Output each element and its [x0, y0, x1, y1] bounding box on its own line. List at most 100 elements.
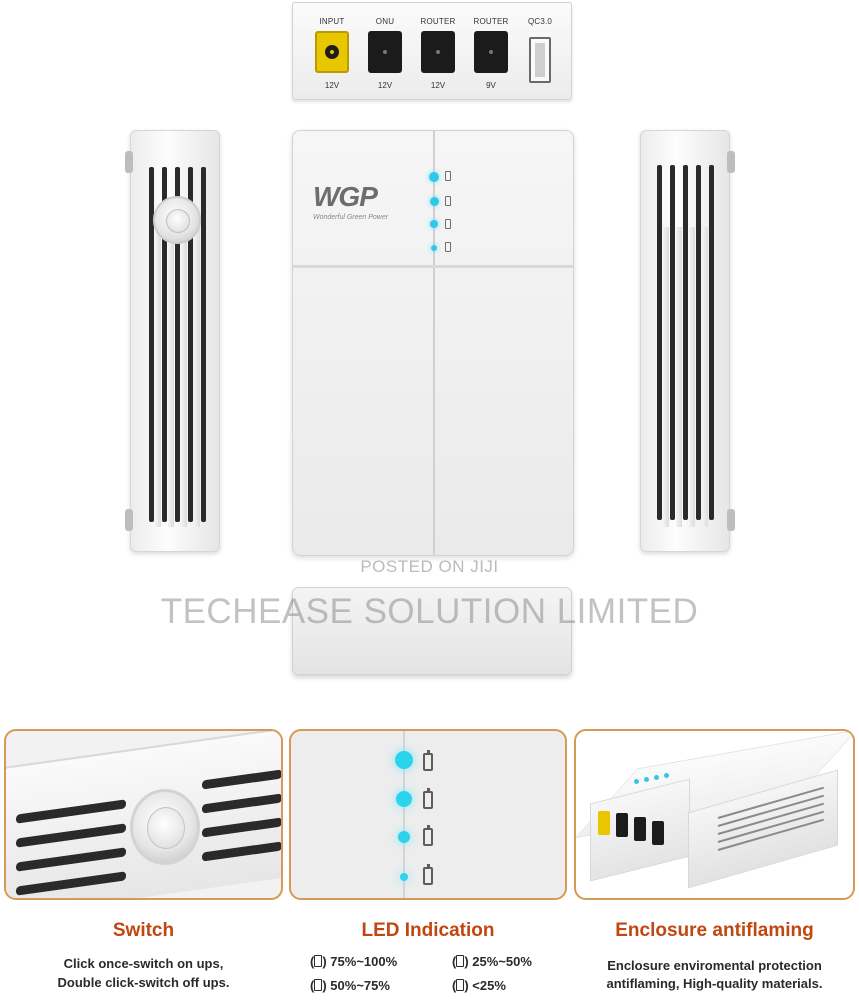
bottom-view: [292, 587, 572, 675]
port-label: ONU: [375, 17, 395, 26]
router-port-12v: ROUTER 12V: [413, 3, 463, 101]
battery-icon: [456, 955, 465, 967]
battery-icon: [314, 979, 323, 991]
switch-desc-line2: Double click-switch off ups.: [57, 975, 230, 990]
led-dot-icon: [430, 220, 438, 228]
vent-slot: [683, 165, 688, 520]
vent-rib: [689, 227, 695, 527]
onu-port: ONU 12V: [360, 3, 410, 101]
vent-slot: [175, 167, 180, 522]
led-dot-icon: [664, 773, 669, 778]
led-level-2: () 25%~50%: [452, 954, 532, 969]
switch-title: Switch: [112, 920, 175, 941]
led-dot-icon: [431, 245, 437, 251]
led-row: [429, 219, 459, 231]
led-dot-icon: [644, 777, 649, 782]
led-level-text: <25%: [472, 978, 506, 993]
left-side-view: [125, 130, 220, 552]
dc-jack: [421, 31, 455, 73]
led-dot-icon: [396, 791, 412, 807]
battery-icon: [445, 219, 451, 229]
led-title: LED Indication: [361, 920, 495, 941]
front-view: WGP Wonderful Green Power: [292, 130, 574, 556]
led-dot-icon: [400, 873, 408, 881]
led-dot-icon: [429, 172, 439, 182]
dc-jack: [368, 31, 402, 73]
port-label: ROUTER: [473, 17, 509, 26]
led-level-text: 50%~75%: [330, 978, 390, 993]
led-dot-icon: [654, 775, 659, 780]
battery-icon: [423, 825, 433, 846]
dc-jack-input: [315, 31, 349, 73]
logo-tagline: Wonderful Green Power: [313, 214, 389, 221]
battery-icon: [423, 750, 433, 771]
logo-mark: WGP: [313, 181, 378, 212]
vent-slot: [657, 165, 662, 520]
usb-icon: [529, 37, 551, 83]
foot: [727, 151, 735, 173]
led-level-text: 75%~100%: [330, 954, 398, 969]
foot: [125, 509, 133, 531]
battery-icon: [423, 864, 433, 885]
switch-desc-line1: Click once-switch on ups,: [63, 956, 224, 971]
usb-qc-port: QC3.0: [515, 3, 565, 101]
led-level-3: () 50%~75%: [310, 978, 390, 993]
port-label: ROUTER: [420, 17, 456, 26]
port-voltage: 9V: [486, 81, 496, 90]
battery-icon: [445, 196, 451, 206]
vent-slot: [696, 165, 701, 520]
watermark-posted: POSTED ON JIJI: [360, 557, 499, 576]
led-row: [429, 171, 459, 183]
seam-line: [433, 131, 435, 555]
port-voltage: 12V: [430, 81, 446, 90]
dc-jack: [634, 817, 646, 841]
battery-icon: [423, 788, 433, 809]
vent-slot: [188, 167, 193, 522]
vent-slot: [149, 167, 154, 522]
vent-slot: [709, 165, 714, 520]
vent-rib: [155, 227, 161, 527]
vent-rib: [181, 227, 187, 527]
led-dot-icon: [430, 197, 439, 206]
dc-jack: [652, 821, 664, 845]
port-panel-view: INPUT 12V ONU 12V ROUTER 12V ROUTER 9V Q…: [292, 2, 572, 100]
vent-rib: [702, 227, 708, 527]
seam-line: [293, 265, 573, 268]
enclosure-desc-line2: antiflaming, High-quality materials.: [606, 976, 823, 991]
dc-jack-input: [598, 811, 610, 835]
router-port-9v: ROUTER 9V: [466, 3, 516, 101]
vent-rib: [676, 227, 682, 527]
port-label: QC3.0: [527, 17, 553, 26]
led-level-text: 25%~50%: [472, 954, 532, 969]
enclosure-title: Enclosure antiflaming: [615, 920, 814, 941]
enclosure-desc-line1: Enclosure enviromental protection: [607, 958, 822, 973]
vent-rib: [194, 227, 200, 527]
vent-slot: [670, 165, 675, 520]
led-row: [429, 196, 459, 208]
led-closeup-panel: [289, 729, 567, 900]
foot: [125, 151, 133, 173]
vent-rib: [168, 227, 174, 527]
led-dot-icon: [395, 751, 413, 769]
battery-icon: [445, 242, 451, 252]
port-voltage: 12V: [324, 81, 340, 90]
brand-logo: WGP Wonderful Green Power: [313, 181, 388, 221]
vent-rib: [663, 227, 669, 527]
battery-icon: [456, 979, 465, 991]
led-level-4: () <25%: [452, 978, 506, 993]
dc-jack: [474, 31, 508, 73]
dc-jack: [616, 813, 628, 837]
right-side-view: [640, 130, 735, 552]
battery-icon: [445, 171, 451, 181]
switch-closeup-panel: [4, 729, 283, 900]
power-switch-icon: [130, 789, 200, 865]
port-voltage: 12V: [377, 81, 393, 90]
foot: [727, 509, 735, 531]
led-dot-icon: [634, 779, 639, 784]
input-port: INPUT 12V: [307, 3, 357, 101]
enclosure-product-panel: [574, 729, 855, 900]
seam-line: [403, 731, 405, 898]
led-row: [429, 242, 459, 254]
vent-slot: [162, 167, 167, 522]
power-switch-icon: [153, 196, 201, 244]
